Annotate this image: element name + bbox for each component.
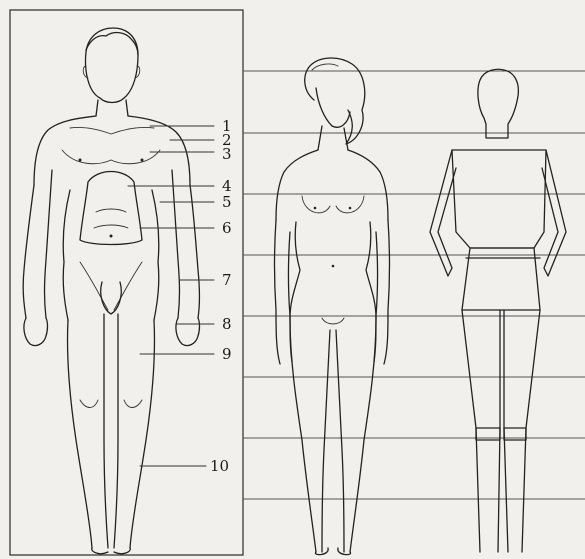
label-number-5: 5 xyxy=(222,193,232,211)
geometric-mannequin-figure xyxy=(430,69,566,552)
label-number-6: 6 xyxy=(222,219,232,237)
female-figure xyxy=(275,58,390,555)
label-number-3: 3 xyxy=(222,145,232,163)
proportion-guide-lines xyxy=(243,71,585,499)
label-number-7: 7 xyxy=(222,271,232,289)
male-anatomy-figure: 1 2 3 4 5 6 7 8 9 10 xyxy=(23,28,231,554)
label-number-8: 8 xyxy=(222,315,232,333)
label-number-9: 9 xyxy=(222,345,232,363)
label-number-10: 10 xyxy=(210,457,229,475)
